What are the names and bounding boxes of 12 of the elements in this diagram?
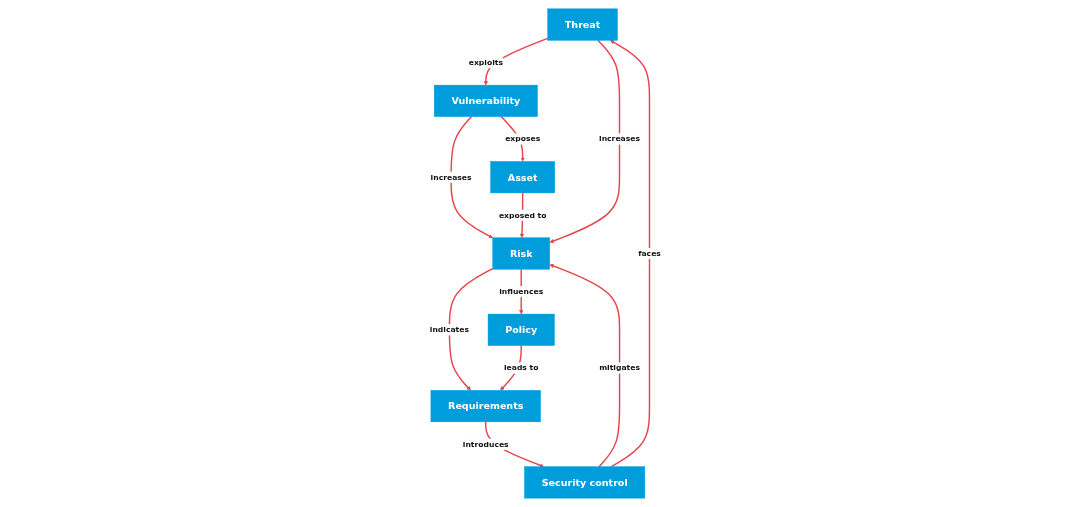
node-box: Policy: [488, 313, 555, 346]
arrow: [549, 263, 621, 468]
arrow: [450, 115, 494, 239]
node-box: Asset: [490, 161, 556, 194]
arrow: [448, 267, 494, 391]
arrow: [610, 40, 651, 468]
arrow: [549, 39, 621, 244]
node-box: Vulnerability: [434, 84, 538, 117]
node-box: Threat: [547, 8, 618, 41]
node-box: Security control: [524, 466, 646, 499]
node-box: Requirements: [430, 390, 541, 423]
node-box: Risk: [492, 237, 551, 270]
